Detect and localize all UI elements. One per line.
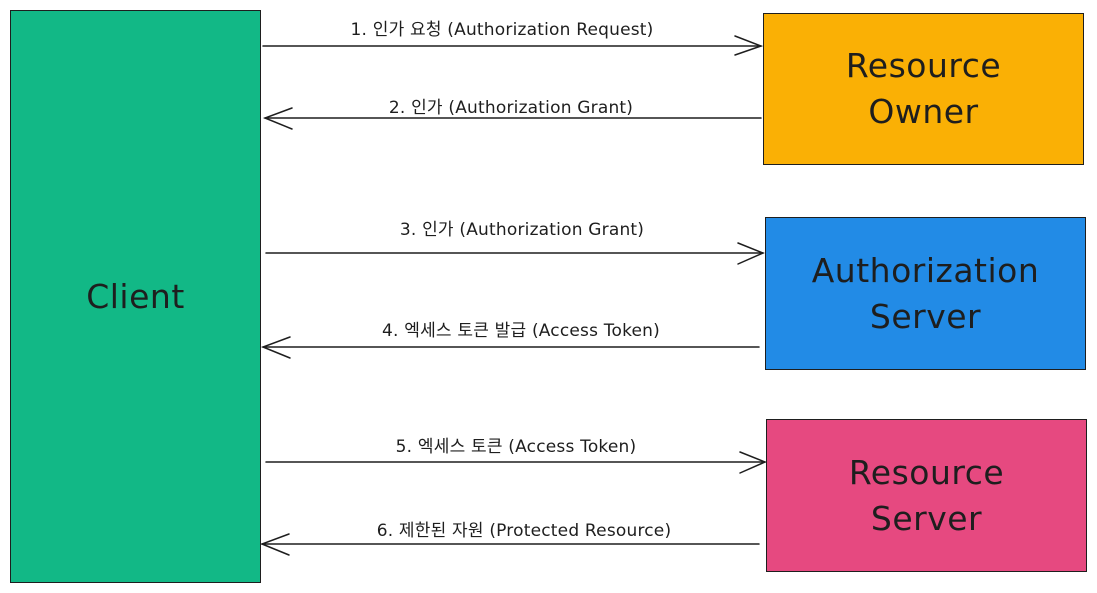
client-label: Client	[86, 276, 185, 316]
authorization-server-label: Authorization Server	[811, 250, 1040, 336]
resource-server-node: Resource Server	[766, 419, 1087, 572]
authorization-server-node: Authorization Server	[765, 217, 1086, 370]
arrow-1	[262, 35, 764, 56]
resource-owner-label: Resource Owner	[845, 46, 1002, 131]
arrow-1-label: 1. 인가 요청 (Authorization Request)	[350, 20, 654, 40]
arrow-2	[262, 107, 762, 130]
arrow-5-label: 5. 엑세스 토큰 (Access Token)	[395, 437, 637, 457]
resource-owner-node: Resource Owner	[763, 13, 1084, 165]
client-node: Client	[10, 10, 261, 583]
arrow-6	[259, 533, 760, 556]
arrow-2-label: 2. 인가 (Authorization Grant)	[388, 98, 634, 118]
arrow-6-label: 6. 제한된 자원 (Protected Resource)	[376, 521, 672, 541]
arrow-5	[265, 451, 767, 474]
arrow-4-label: 4. 엑세스 토큰 발급 (Access Token)	[382, 321, 660, 341]
resource-server-label: Resource Server	[848, 452, 1005, 538]
arrow-3	[265, 242, 765, 265]
arrow-4	[260, 336, 760, 359]
arrow-3-label: 3. 인가 (Authorization Grant)	[399, 220, 645, 240]
